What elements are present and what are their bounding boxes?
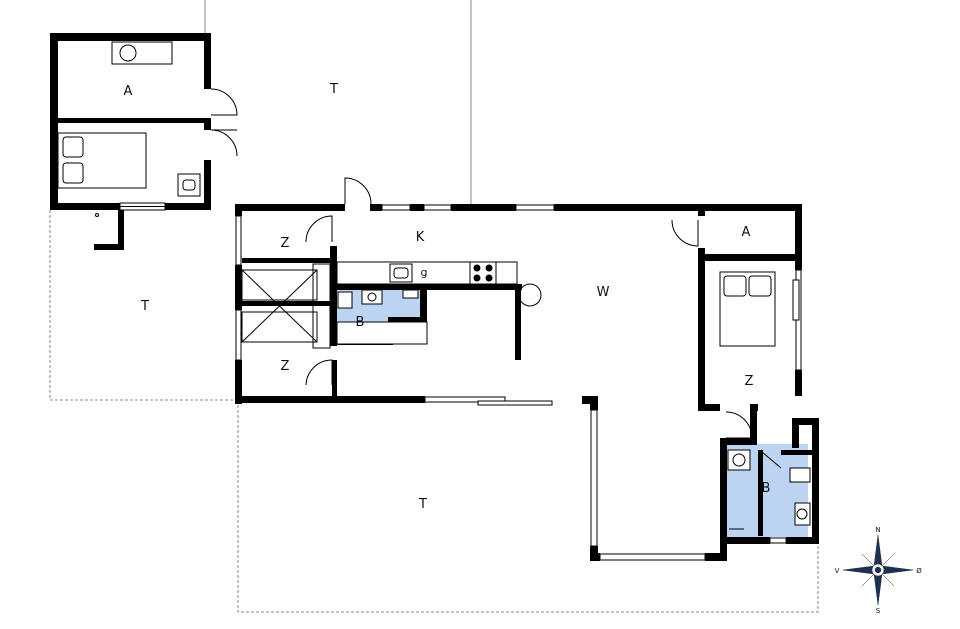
stair-fixtures [241, 263, 331, 349]
label-terrace-bottom: T [418, 497, 427, 512]
annex-fixtures [57, 41, 201, 217]
compass-east: Ø [916, 567, 922, 575]
annex-window-bottom [119, 202, 166, 211]
annex-walls [50, 33, 211, 250]
bed-right [719, 271, 776, 347]
compass-rose: N S V Ø [835, 526, 923, 615]
label-bedroom-top-left: Z [281, 236, 290, 251]
compass-west: V [835, 567, 840, 575]
label-living: W [597, 285, 610, 300]
main-walls [235, 204, 819, 561]
room-labels: A T T T K g W A Z Z Z B B [124, 82, 771, 512]
compass-star-icon [842, 534, 914, 606]
kitchen-counter [336, 261, 542, 345]
label-bedroom-right: Z [745, 374, 754, 389]
label-kitchen: K [416, 230, 425, 245]
label-terrace-top: T [329, 82, 338, 97]
annex-doors [210, 88, 238, 157]
label-bath-right: B [762, 481, 771, 496]
compass-south: S [876, 607, 881, 615]
label-bedroom-bottom-left: Z [281, 359, 290, 374]
main-doors [305, 177, 782, 530]
terrace-outlines [49, 0, 819, 613]
compass-north: N [875, 526, 880, 534]
label-kitchen-appliance: g [421, 266, 428, 279]
label-storage-right: A [742, 225, 751, 240]
label-bath-center: B [356, 315, 365, 330]
bath-fixtures [337, 279, 811, 526]
label-terrace-left: T [140, 299, 149, 314]
label-annex-storage: A [124, 84, 133, 99]
